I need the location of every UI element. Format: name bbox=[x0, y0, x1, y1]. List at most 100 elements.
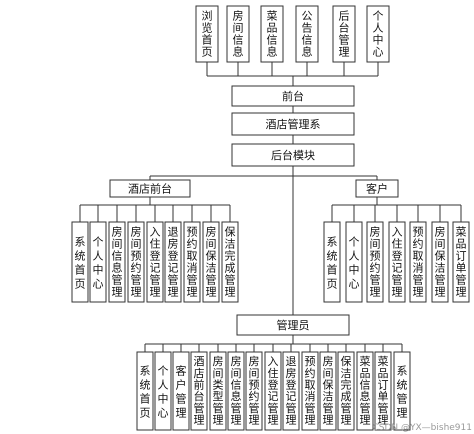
hotel-item-7-label: 预约取消管理 bbox=[187, 226, 198, 299]
top-node-5: 后台管理 bbox=[332, 5, 356, 63]
customer-item-3: 房间预约管理 bbox=[366, 221, 384, 303]
hotel-item-3-box bbox=[108, 221, 126, 303]
admin-item-7-label: 房间预约管理 bbox=[249, 355, 260, 426]
top-node-3-label: 菜品信息 bbox=[267, 10, 278, 59]
admin-item-3: 客户管理 bbox=[172, 351, 190, 431]
customer-item-6: 房间保洁管理 bbox=[431, 221, 449, 303]
admin-item-5-label: 房间类型管理 bbox=[213, 355, 224, 426]
admin-item-11: 房间保洁管理 bbox=[319, 351, 337, 431]
admin-item-14: 菜品订单管理 bbox=[374, 351, 392, 431]
admin-item-10-label: 预约取消管理 bbox=[305, 355, 316, 426]
admin-item-2-box bbox=[154, 351, 172, 431]
system-node-box bbox=[231, 112, 355, 136]
admin-item-8-label: 入住登记管理 bbox=[268, 355, 279, 426]
admin-item-14-label: 菜品订单管理 bbox=[378, 355, 389, 426]
customer-item-2: 个人中心 bbox=[345, 221, 363, 303]
hotel-item-8: 房间保洁管理 bbox=[202, 221, 220, 303]
customer-item-4: 入住登记管理 bbox=[388, 221, 406, 303]
admin-item-13-label: 菜品信息管理 bbox=[360, 355, 371, 426]
customer-item-5-label: 预约取消管理 bbox=[413, 226, 424, 299]
top-node-2: 房间信息 bbox=[226, 5, 250, 63]
admin-item-1-label: 系统首页 bbox=[140, 365, 151, 420]
admin-item-2-label: 个人中心 bbox=[158, 365, 169, 420]
customer-node-box bbox=[355, 179, 399, 198]
hotel-item-9: 保洁完成管理 bbox=[221, 221, 239, 303]
admin-item-6-label: 房间信息管理 bbox=[231, 355, 242, 426]
top-node-4: 公告信息 bbox=[295, 5, 319, 63]
admin-item-15-box bbox=[393, 351, 411, 431]
customer-node-label: 客户 bbox=[366, 182, 388, 196]
top-node-3-box bbox=[260, 5, 284, 63]
hotel-item-5: 入住登记管理 bbox=[146, 221, 164, 303]
admin-item-13: 菜品信息管理 bbox=[356, 351, 374, 431]
admin-node: 管理员 bbox=[236, 314, 350, 336]
customer-item-2-box bbox=[345, 221, 363, 303]
admin-item-13-box bbox=[356, 351, 374, 431]
top-node-4-label: 公告信息 bbox=[302, 10, 313, 59]
admin-item-4: 酒店前台管理 bbox=[190, 351, 208, 431]
admin-node-box bbox=[236, 314, 350, 336]
top-node-2-box bbox=[226, 5, 250, 63]
hotel-frontend-node-label: 酒店前台 bbox=[128, 182, 172, 196]
hotel-item-6: 退房登记管理 bbox=[164, 221, 182, 303]
customer-item-1-label: 系统首页 bbox=[327, 236, 338, 291]
customer-item-5: 预约取消管理 bbox=[409, 221, 427, 303]
diagram-nodes: 浏览首页房间信息菜品信息公告信息后台管理个人中心前台酒店管理系后台模块酒店前台系… bbox=[71, 5, 470, 431]
admin-item-9-box bbox=[282, 351, 300, 431]
system-node: 酒店管理系 bbox=[231, 112, 355, 136]
admin-item-7: 房间预约管理 bbox=[245, 351, 263, 431]
hotel-item-4: 房间预约管理 bbox=[127, 221, 145, 303]
admin-item-8: 入住登记管理 bbox=[264, 351, 282, 431]
frontend-node-label: 前台 bbox=[282, 89, 304, 103]
admin-item-1-box bbox=[136, 351, 154, 431]
top-node-3: 菜品信息 bbox=[260, 5, 284, 63]
hotel-item-2: 个人中心 bbox=[89, 221, 107, 303]
hotel-item-4-box bbox=[127, 221, 145, 303]
admin-item-4-label: 酒店前台管理 bbox=[194, 355, 205, 426]
hotel-frontend-node-box bbox=[109, 179, 191, 198]
customer-item-7-label: 菜品订单管理 bbox=[456, 226, 467, 299]
admin-item-11-box bbox=[319, 351, 337, 431]
backend-node-box bbox=[231, 143, 355, 167]
hotel-item-8-label: 房间保洁管理 bbox=[206, 226, 217, 299]
customer-item-4-box bbox=[388, 221, 406, 303]
admin-item-6-box bbox=[227, 351, 245, 431]
top-node-6: 个人中心 bbox=[366, 5, 390, 63]
admin-item-1: 系统首页 bbox=[136, 351, 154, 431]
hotel-item-1-label: 系统首页 bbox=[75, 236, 86, 291]
hotel-item-6-label: 退房登记管理 bbox=[168, 226, 179, 299]
admin-node-label: 管理员 bbox=[277, 318, 310, 332]
hotel-item-6-box bbox=[164, 221, 182, 303]
hotel-item-5-label: 入住登记管理 bbox=[150, 226, 161, 299]
admin-item-12: 保洁完成管理 bbox=[337, 351, 355, 431]
hotel-item-5-box bbox=[146, 221, 164, 303]
admin-item-15-label: 系统管理 bbox=[397, 365, 408, 420]
customer-node: 客户 bbox=[355, 179, 399, 198]
admin-item-5: 房间类型管理 bbox=[209, 351, 227, 431]
system-node-label: 酒店管理系 bbox=[266, 117, 321, 131]
customer-item-2-label: 个人中心 bbox=[349, 236, 360, 291]
admin-item-12-label: 保洁完成管理 bbox=[341, 354, 352, 426]
admin-item-5-box bbox=[209, 351, 227, 431]
hotel-item-3: 房间信息管理 bbox=[108, 221, 126, 303]
top-node-1-box bbox=[195, 5, 219, 63]
hotel-item-1: 系统首页 bbox=[71, 221, 89, 303]
customer-item-5-box bbox=[409, 221, 427, 303]
admin-item-3-box bbox=[172, 351, 190, 431]
hotel-frontend-node: 酒店前台 bbox=[109, 179, 191, 198]
hotel-item-3-label: 房间信息管理 bbox=[112, 226, 123, 299]
top-node-1: 浏览首页 bbox=[195, 5, 219, 63]
admin-item-10: 预约取消管理 bbox=[301, 351, 319, 431]
admin-item-7-box bbox=[245, 351, 263, 431]
hotel-item-7-box bbox=[183, 221, 201, 303]
customer-item-1-box bbox=[323, 221, 341, 303]
hotel-item-4-label: 房间预约管理 bbox=[131, 226, 142, 299]
admin-item-11-label: 房间保洁管理 bbox=[323, 355, 334, 426]
admin-item-2: 个人中心 bbox=[154, 351, 172, 431]
hotel-item-7: 预约取消管理 bbox=[183, 221, 201, 303]
top-node-6-box bbox=[366, 5, 390, 63]
admin-item-8-box bbox=[264, 351, 282, 431]
hotel-item-8-box bbox=[202, 221, 220, 303]
admin-item-14-box bbox=[374, 351, 392, 431]
